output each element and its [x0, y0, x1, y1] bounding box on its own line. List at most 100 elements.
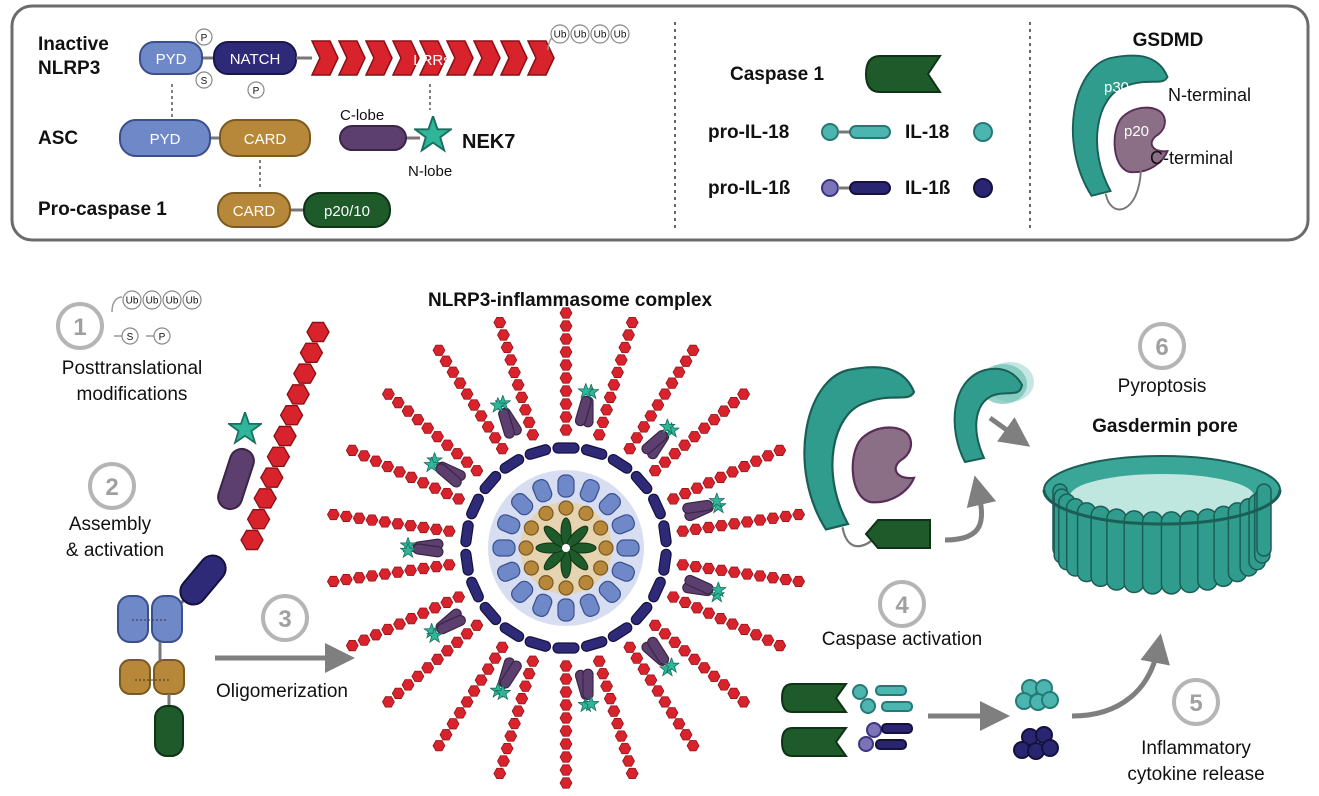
lrr-hexagon: [495, 443, 509, 455]
to-pore-arrow: [988, 415, 1031, 447]
card-domain: [598, 540, 614, 556]
lrr-hexagon: [526, 655, 540, 667]
card-domain: [578, 505, 594, 521]
lrr-hexagon: [467, 685, 481, 697]
lrr-hexagon: [600, 680, 613, 692]
card-domain: [523, 520, 539, 536]
lrr-hexagon: [299, 342, 324, 364]
natch-domain: [552, 442, 580, 454]
phospho-text: P: [201, 33, 208, 44]
nek7-lobe: [574, 395, 592, 427]
mature-il18-cluster: [1015, 679, 1059, 711]
pyd-domain: [611, 561, 635, 582]
lrr-hexagon: [440, 645, 454, 657]
il18-label: IL-18: [905, 122, 949, 143]
pyd-domain: [511, 493, 534, 516]
lrr-hexagon: [345, 444, 359, 456]
complex-spoke: [552, 642, 600, 789]
lrr-hexagon: [727, 397, 741, 409]
phospho-text-2: P: [253, 86, 260, 97]
lrr-hexagon: [460, 696, 474, 708]
lrr-segment: [310, 40, 339, 76]
lrr-hexagon: [391, 566, 405, 578]
ubiquitin-badge: [182, 290, 202, 310]
lrr-hexagon: [702, 562, 715, 575]
lrr-hexagon: [678, 487, 692, 500]
step1-phospho-text: P: [159, 332, 166, 343]
lrr-hexagon: [658, 696, 672, 708]
lrr-hexagon: [715, 520, 728, 532]
lrr-hexagon: [488, 652, 502, 664]
step2-number: 2: [105, 474, 118, 501]
step1-line1: Posttranslational: [62, 358, 202, 379]
lrr-hexagon: [611, 366, 624, 379]
pore-opening: [1070, 474, 1254, 518]
lrr-hexagon: [559, 712, 573, 724]
ubiquitin-badge: [590, 24, 610, 44]
nek7-lobe: [641, 430, 668, 455]
ubiquitin-badge: [142, 290, 162, 310]
step1-circle: [56, 302, 104, 350]
lrr-hexagon: [559, 320, 573, 332]
step5-circle: [1172, 678, 1220, 726]
asc-label: ASC: [38, 128, 78, 149]
proil1b-label: pro-IL-1ß: [708, 178, 791, 199]
lrr-hexagon: [737, 460, 751, 473]
natch-text: NATCH: [230, 51, 281, 68]
cytokine-processing: [780, 683, 913, 757]
natch-domain: [648, 493, 666, 520]
pyd-domain: [532, 479, 553, 503]
lrr-hexagon: [596, 668, 610, 680]
pyd-domain: [611, 514, 635, 535]
lrr-hexagon: [697, 422, 711, 434]
step6-number: 6: [1155, 334, 1168, 361]
lrr-hexagon: [727, 687, 741, 699]
nek7-label: NEK7: [462, 131, 515, 153]
lrr-hexagon: [470, 619, 484, 631]
lrr-hexagon: [369, 455, 383, 467]
lrr-hexagon: [676, 559, 690, 571]
natch-domain: [648, 576, 666, 603]
lrr-segment: [391, 40, 420, 76]
step6-circle: [1138, 322, 1186, 370]
lrr-hexagon: [559, 660, 573, 672]
natch-domain: [658, 548, 672, 576]
lrr-hexagon: [439, 729, 453, 741]
lrr-hexagon: [493, 767, 507, 780]
step6-label: Pyroptosis: [1118, 376, 1207, 397]
complex-spoke: [574, 316, 639, 460]
pore-label: Gasdermin pore: [1092, 416, 1238, 437]
gsdmd-n-terminal-fragment: [953, 362, 1034, 464]
lrr-hexagon: [625, 316, 639, 329]
lrr-segment: [499, 40, 528, 76]
lrr-hexagon: [404, 520, 417, 532]
lrr-hexagon: [504, 354, 518, 366]
lrr-hexagon: [404, 564, 417, 576]
sulf-badge: [195, 71, 213, 89]
lrr-chain: [310, 40, 555, 76]
lrr-hexagon: [792, 508, 805, 521]
complex-center: [562, 544, 570, 552]
lrr-hexagon: [707, 414, 721, 426]
pyd-domain: [579, 593, 600, 617]
lrr-hexagon: [429, 561, 443, 573]
lrr-hexagon: [421, 422, 435, 434]
lrr-hexagon: [526, 429, 540, 441]
lrr-hexagon: [717, 679, 731, 691]
lrr-hexagon: [779, 573, 793, 586]
lrr-hexagon: [411, 670, 425, 682]
lrr-hexagon: [668, 636, 682, 648]
lrr-segment: [364, 40, 393, 76]
ubiquitin-badge: [610, 24, 630, 44]
lrr-hexagon: [474, 410, 488, 422]
lrr-hexagon: [714, 613, 728, 625]
lrr-hexagon: [623, 641, 637, 653]
proil1b-head: [821, 179, 839, 197]
lrr-hexagon: [293, 363, 317, 384]
lrr-hexagon: [253, 488, 277, 509]
lrr-hexagon: [440, 487, 454, 500]
lrr-hexagon: [382, 388, 395, 400]
ubiquitin-badge: [162, 290, 182, 310]
lrr-hexagon: [717, 405, 731, 417]
ubiquitin-badge: [550, 24, 570, 44]
